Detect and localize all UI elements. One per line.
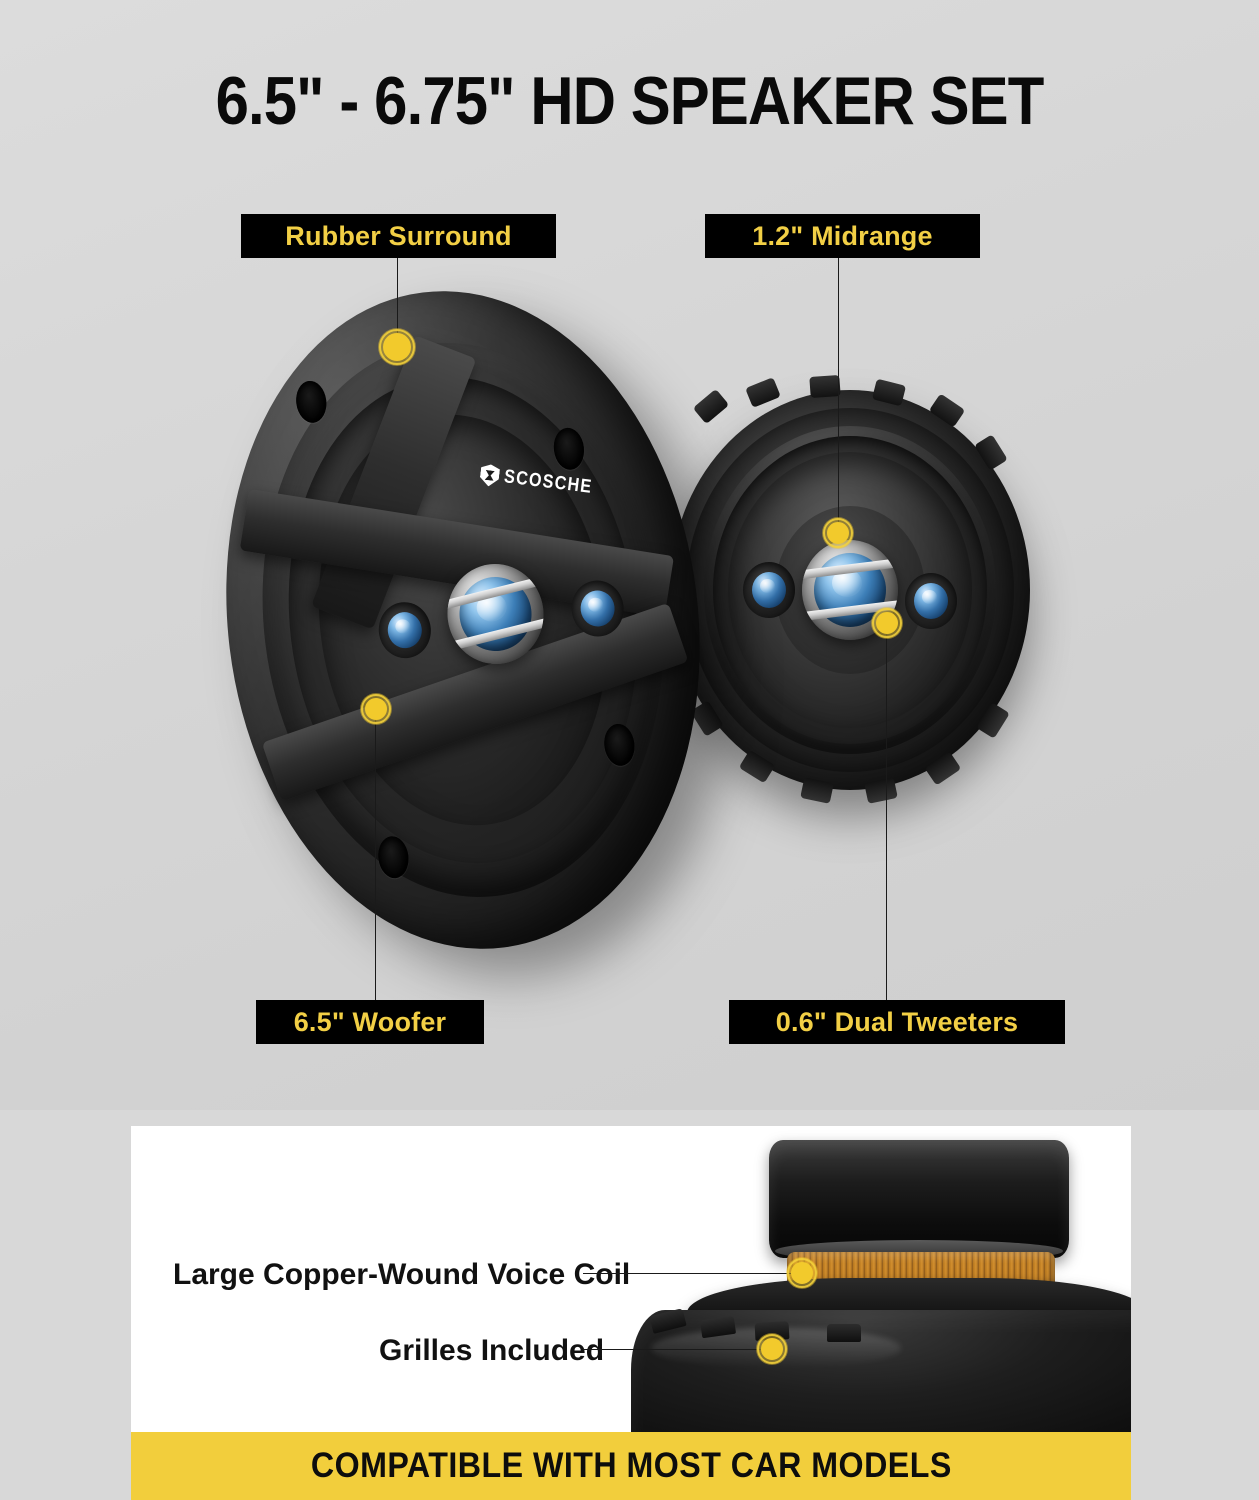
tweeter-dome [752,572,786,608]
leader-line-midrange [838,258,840,528]
tweeter-driver-right [905,573,957,629]
mounting-tab-icon [809,374,841,399]
marker-dot-dual-tweeters [872,608,902,638]
mounting-tab-icon [692,388,730,425]
compatibility-banner: COMPATIBLE WITH MOST CAR MODELS [131,1432,1131,1500]
marker-dot-voice-coil [787,1258,817,1288]
callout-label: Rubber Surround [285,220,512,251]
grille-tab-icon [827,1324,861,1342]
leader-line-dual-tweeters [886,632,888,1000]
page-title: 6.5" - 6.75" HD SPEAKER SET [215,63,1045,139]
marker-dot-rubber-surround [379,329,415,365]
callout-dual-tweeters: 0.6" Dual Tweeters [729,1000,1065,1044]
callout-rubber-surround: Rubber Surround [241,214,556,258]
tweeter-driver-left [743,562,795,618]
mounting-tab-icon [745,377,781,408]
leader-line-rubber-surround [397,258,399,340]
marker-dot-midrange [823,518,853,548]
midrange-driver [441,558,550,670]
leader-line-woofer [375,716,377,1000]
tweeter-dome [914,583,948,619]
product-illustration: SCOSCHE [0,0,1259,1110]
magnet-assembly [769,1140,1069,1262]
callout-midrange: 1.2" Midrange [705,214,980,258]
feature-text: Grilles Included [379,1334,605,1367]
speaker-rear-unit [670,374,1030,804]
leader-line-voice-coil [583,1273,791,1275]
speaker-cross-section-image [591,1132,1131,1432]
hero-section: 6.5" - 6.75" HD SPEAKER SET [0,0,1259,1110]
mounting-tab-icon [864,777,898,804]
callout-label: 0.6" Dual Tweeters [775,1006,1019,1037]
compatibility-banner-text: COMPATIBLE WITH MOST CAR MODELS [310,1446,952,1485]
driver-cluster [743,535,957,645]
tweeter-dome [578,588,617,629]
leader-line-grilles [583,1349,761,1351]
feature-card: Large Copper-Wound Voice Coil Grilles In… [131,1126,1131,1432]
marker-dot-grilles [757,1334,787,1364]
speaker-front-unit: SCOSCHE [189,263,737,977]
feature-label-grilles: Grilles Included [379,1334,604,1368]
scosche-shield-icon [479,463,501,487]
midrange-driver [802,540,898,640]
callout-woofer: 6.5" Woofer [256,1000,484,1044]
feature-label-voice-coil: Large Copper-Wound Voice Coil [173,1258,630,1292]
tweeter-dome [385,610,424,650]
marker-dot-woofer [361,694,391,724]
callout-label: 1.2" Midrange [752,220,933,251]
feature-text: Large Copper-Wound Voice Coil [173,1258,631,1291]
callout-label: 6.5" Woofer [293,1006,447,1037]
